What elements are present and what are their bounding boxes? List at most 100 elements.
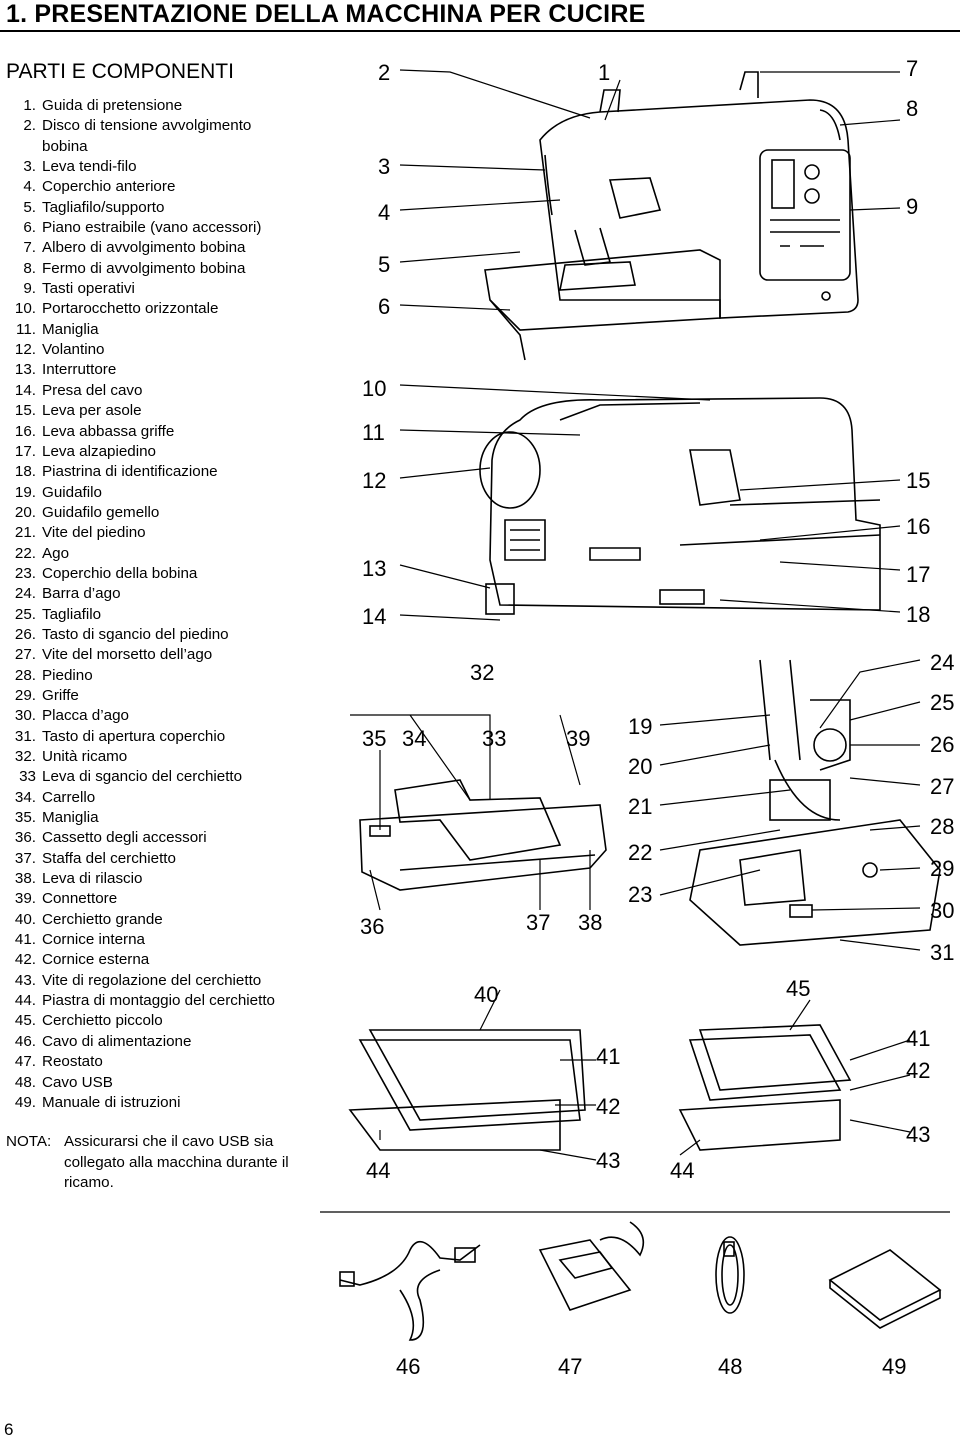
part-number: 38. — [14, 870, 36, 888]
part-label: Tagliafilo — [42, 605, 102, 623]
part-item: 25.Tagliafilo — [10, 605, 310, 625]
part-item: 42.Cornice esterna — [10, 950, 310, 970]
callout-number: 26 — [930, 732, 955, 757]
part-label: Maniglia — [42, 809, 99, 827]
part-number: 15. — [14, 402, 36, 420]
callout-number: 41 — [906, 1026, 931, 1051]
part-item: 30.Placca d’ago — [10, 706, 310, 726]
part-label: Cerchietto grande — [42, 910, 163, 928]
part-number: 35. — [14, 809, 36, 827]
page-number: 6 — [4, 1420, 14, 1439]
part-number: 28. — [14, 666, 36, 684]
part-item: 40.Cerchietto grande — [10, 910, 310, 930]
part-item: bobina — [10, 137, 310, 157]
callout-number: 44 — [366, 1158, 391, 1183]
part-number: 34. — [14, 788, 36, 806]
part-item: 22.Ago — [10, 544, 310, 564]
part-number: 16. — [14, 422, 36, 440]
callout-number: 12 — [362, 468, 387, 493]
part-label: Griffe — [42, 686, 79, 704]
part-label: Piedino — [42, 666, 93, 684]
title-bar: 1. PRESENTAZIONE DELLA MACCHINA PER CUCI… — [0, 0, 960, 32]
part-label: Albero di avvolgimento bobina — [42, 239, 246, 257]
part-label: Presa del cavo — [42, 381, 143, 399]
part-label: Guidafilo gemello — [42, 503, 160, 521]
callout-number: 4 — [378, 200, 391, 225]
part-label: Guidafilo — [42, 483, 102, 501]
part-item: 2. Disco di tensione avvolgimento — [10, 116, 310, 136]
part-label: Leva tendi-filo — [42, 158, 137, 176]
part-label: Disco di tensione avvolgimento — [42, 117, 252, 135]
part-item: 49.Manuale di istruzioni — [10, 1093, 310, 1113]
part-number: 48. — [14, 1073, 36, 1091]
part-number: 39. — [14, 890, 36, 908]
part-label: Tasto di sgancio del piedino — [42, 625, 229, 643]
part-number: 44. — [14, 992, 36, 1010]
part-item: 36. Cassetto degli accessori — [10, 828, 310, 848]
callout-number: 14 — [362, 604, 387, 629]
note-label: NOTA: — [6, 1133, 52, 1150]
part-label: Cassetto degli accessori — [42, 829, 207, 847]
part-label: Maniglia — [42, 320, 99, 338]
callout-number: 47 — [558, 1354, 583, 1379]
manual-illustration — [828, 1249, 942, 1329]
callout-number: 42 — [906, 1058, 931, 1083]
part-item: 39.Connettore — [10, 889, 310, 909]
part-label: Piastrina di identificazione — [42, 463, 218, 481]
callout-number: 19 — [628, 714, 653, 739]
sewing-machine-back-illustration — [479, 397, 881, 615]
callout-number: 2 — [378, 60, 391, 85]
part-number: 20. — [14, 503, 36, 521]
part-label: Volantino — [42, 341, 105, 359]
part-item: 47. Reostato — [10, 1052, 310, 1072]
callout-number: 40 — [474, 982, 499, 1007]
section-title: PARTI E COMPONENTI — [6, 60, 234, 83]
callout-number: 27 — [930, 774, 955, 799]
part-item: 8.Fermo di avvolgimento bobina — [10, 259, 310, 279]
part-label: Manuale di istruzioni — [42, 1093, 181, 1111]
callout-leader-lines — [320, 69, 950, 1213]
part-label: Reostato — [42, 1053, 103, 1071]
callout-number: 45 — [786, 976, 811, 1001]
callout-number: 35 — [362, 726, 387, 751]
part-label: Interruttore — [42, 361, 117, 379]
page-title: 1. PRESENTAZIONE DELLA MACCHINA PER CUCI… — [6, 0, 646, 28]
callout-number: 36 — [360, 914, 385, 939]
callout-number: 24 — [930, 650, 955, 675]
part-item: 48.Cavo USB — [10, 1073, 310, 1093]
part-number: 36. — [14, 829, 36, 847]
part-item: 7. Albero di avvolgimento bobina — [10, 238, 310, 258]
part-item: 6.Piano estraibile (vano accessori) — [10, 218, 310, 238]
part-number: 18. — [14, 463, 36, 481]
part-item: 15.Leva per asole — [10, 401, 310, 421]
part-number: 13. — [14, 361, 36, 379]
callout-number: 5 — [378, 252, 391, 277]
part-number: 7. — [23, 239, 36, 257]
callout-number: 23 — [628, 882, 653, 907]
part-item: 27.Vite del morsetto dell’ago — [10, 645, 310, 665]
callout-number: 44 — [670, 1158, 695, 1183]
callout-number: 13 — [362, 556, 387, 581]
part-label: Tagliafilo/supporto — [42, 198, 165, 216]
part-label: Leva di sgancio del cerchietto — [42, 768, 243, 786]
embroidery-unit-illustration — [359, 779, 607, 891]
part-item: 37.Staffa del cerchietto — [10, 849, 310, 869]
part-label: Vite del piedino — [42, 524, 146, 542]
part-item: 23.Coperchio della bobina — [10, 564, 310, 584]
part-label: Cavo di alimentazione — [42, 1032, 192, 1050]
power-cord-illustration — [339, 1240, 481, 1341]
note-text: Assicurarsi che il cavo USB sia collegat… — [64, 1133, 289, 1191]
part-number: 2. — [23, 117, 36, 135]
callout-number: 7 — [906, 56, 919, 81]
part-label: Vite del morsetto dell’ago — [42, 646, 213, 664]
part-number: 5. — [23, 198, 36, 216]
part-label: Ago — [42, 544, 70, 562]
part-label: Cerchietto piccolo — [42, 1012, 163, 1030]
part-number: 29. — [14, 686, 36, 704]
part-number: 47. — [14, 1053, 36, 1071]
callout-number: 21 — [628, 794, 653, 819]
small-hoop-illustration — [678, 1024, 852, 1151]
callout-number: 46 — [396, 1354, 421, 1379]
part-item: 9.Tasti operativi — [10, 279, 310, 299]
part-number: 41. — [14, 931, 36, 949]
